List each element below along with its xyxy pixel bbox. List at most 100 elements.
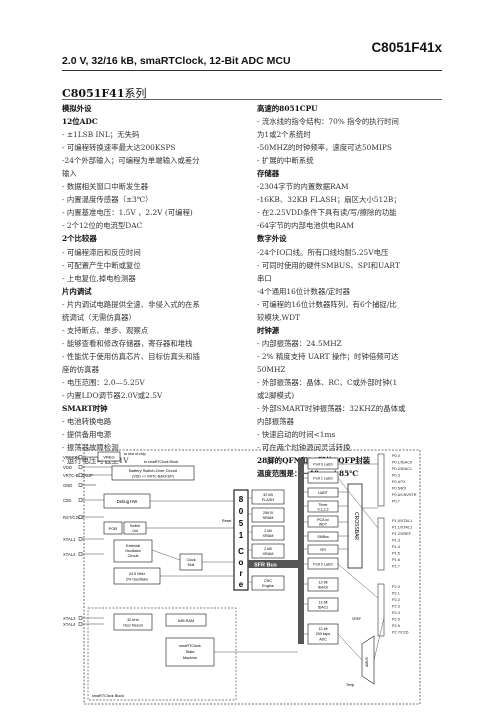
cpu-core-letter: e [239,580,244,589]
pin-label: P1.4 [392,545,400,549]
dac1-label: 12-bit [319,601,328,605]
pin-label: XTAL1 [63,537,76,542]
feature-line: 输入 [62,169,77,179]
sram-label: 256 B [263,511,273,515]
reset-label: Reset [222,519,231,523]
crc-label-2: Engine [262,584,274,588]
port2-label: Port 2 Latch [313,563,332,567]
pin-label: P0.2/IDAC1 [392,467,412,471]
feature-line: - 可配置产生中断或复位 [62,260,141,270]
pin-label: P0.4/TX [392,480,406,484]
feature-line: 为1或2个系统时 [257,130,311,140]
ext-osc-label: External [126,544,140,548]
feature-line: -24个外部输入；可编程为单端输入或差分 [62,156,200,166]
vreg-label: VREG [103,455,114,460]
smartclock-region [87,607,237,701]
cpu-core-letters: 8 0 5 1 C o r e [238,495,244,589]
ram64-block [165,613,207,627]
memory-labels: 32 kB FLASH 256 B SRAM 2 kB XRAM 2 kB XR… [262,493,274,588]
feature-line: -50MHZ的时钟频率，速度可达50MIPS [257,143,392,153]
pin-label: C2D [63,498,71,503]
pin-label: P0.3 [392,474,400,478]
cpu-core-letter: r [239,569,242,578]
pin-label: P2.0 [392,585,400,589]
feature-line: 内部振荡器 [257,417,294,427]
pin-label: P2.1 [392,592,400,596]
uart-label: UART [318,491,329,495]
feature-line: - 扩展的中断系统 [257,156,314,166]
pin-label: P2.7/C2D [392,631,409,635]
pin-label: VREGIN [63,455,79,460]
feature-line: -2304字节的内置数据RAM [257,182,349,192]
feature-line: SMART时钟 [62,404,108,414]
temp-label: Temp [346,683,354,687]
feature-line: - 在2.25VDD条件下具有读/写/擦除的功能 [257,208,397,218]
sfr-bus-vertical [298,458,304,644]
ext-osc-label-2: Oscillator [125,549,142,553]
pin-label: P2.6 [392,624,400,628]
feature-line: - 运行电压可低至1V [62,456,129,466]
timers-label: Timer [318,503,328,507]
clock-mult-block [179,553,203,571]
pin-label: XTAL4 [63,622,76,627]
pin-label: VRTC-BACKUP [63,473,93,478]
por-label: POR [109,526,118,531]
feature-line: - 2个12位的电流型DAC [62,221,143,231]
pin-label: XTAL2 [63,552,76,557]
feature-line: 高速的8051CPU [257,104,318,113]
feature-line: - 2% 精度支持 UART 操作；时钟倍频可达 [257,351,399,361]
feature-line: 模拟外设 [62,104,92,113]
battery-switch-block [111,465,195,481]
smartclock-arrow-label: to smaRTClock Block [144,460,178,464]
pin-label: P2.2 [392,598,400,602]
feature-line: -64字节的内部电池供电RAM [257,221,354,231]
crossbar-label: CROSSBAR [353,512,359,540]
xram-label: 2 kB [264,529,272,533]
timers-label-2: 0,1,2,3 [318,508,329,512]
feature-line: -16KB、32KB FLASH；扇区大小512B； [257,195,401,205]
pin-label: P2.3 [392,605,400,609]
crossbar-block [347,483,363,569]
block-diagram-svg: VREGIN VDD VRTC-BACKUP GND C2D RST/C2CK … [63,449,421,705]
feature-line: 或2脚模式) [257,391,295,401]
bus-lines [150,463,385,661]
vreg-note: to rest of chip [124,452,146,456]
battery-switch-sublabel: (VDD <> VRTC-BACKUP) [132,475,174,479]
sfr-bus [248,560,300,568]
pin-label: P0.6/CNVSTR [392,493,417,497]
peripheral-blocks [307,457,339,645]
feature-line: - 提供备用电源 [62,430,112,440]
feature-line: - 快速启动的时间<1ms [257,430,336,440]
pin-label: RST/C2CK [63,515,84,520]
feature-line: - 内置基准电压：1.5V ，2.2V (可编程) [62,208,193,218]
section-title-suffix: 系列 [124,87,147,100]
feature-line: - 电压范围：2.0—5.25V [62,377,145,387]
switch-out-label: Switch [130,524,141,528]
rtc-osc-label: 32 kHz [127,618,139,622]
dac0-label: 12-bit [319,581,328,585]
smartclock-region-label: smaRTClock Block [92,694,124,698]
feature-line: 12位ADC [62,117,98,127]
pin-label: P1.7 [392,565,400,569]
xram-label-2: XRAM [263,534,274,538]
rtc-osc-block [113,613,153,631]
left-pin-markers [78,455,112,626]
feature-line: - 上电复位,掉电检测器 [62,273,136,283]
rtc-state-label-3: Machine [183,656,197,660]
feature-line: 2个比较器 [62,234,97,244]
adc-label-2: 200 ksps [316,632,331,636]
pin-label: P1.5 [392,552,400,556]
memory-blocks [251,489,285,591]
section-title-bold: C8051F41 [62,87,125,100]
feature-line: 温度范围是：－40 ～ ＋85℃ [257,469,359,479]
adc-label-3: ADC [319,638,327,642]
ext-osc-block [113,539,153,563]
right-pin-labels: P0.0 P0.1/IDAC0 P0.2/IDAC1 P0.3 P0.4/TX … [392,454,417,635]
block-diagram: VREGIN VDD VRTC-BACKUP GND C2D RST/C2CK … [62,448,442,706]
feature-line: - 能够查看和修改存储器，寄存器和堆栈 [62,338,193,348]
feature-line: - 外部SMART时钟振荡器：32KHZ的晶体或 [257,404,406,414]
rtc-state-label: smaRTClock [179,644,201,648]
feature-line: - 可编程的16位计数器阵列，有6个捕捉/比 [257,299,397,309]
feature-line: - 流水线的指令结构：70% 指令的执行时间 [257,117,399,127]
feature-line: - 内部振荡器：24.5MHZ [257,338,342,348]
